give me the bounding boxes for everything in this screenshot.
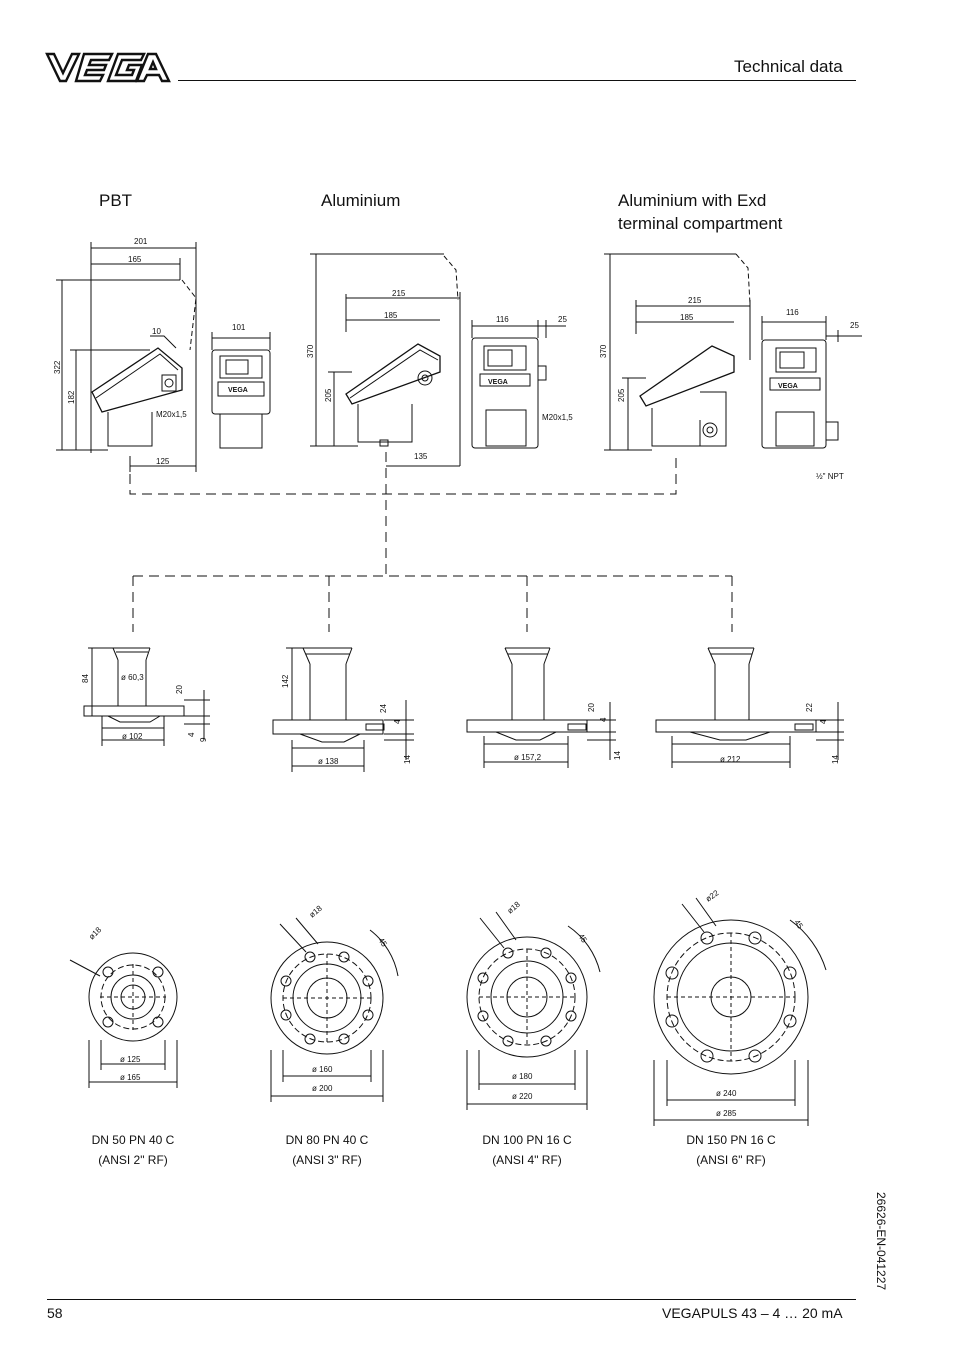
dim-t3-d220: ø 220 (512, 1092, 533, 1101)
flange-caption-2-line1: DN 80 PN 40 C (286, 1133, 369, 1147)
flange-side-4 (655, 647, 844, 768)
dim-alu-116: 116 (496, 315, 509, 324)
flange-caption-1-line1: DN 50 PN 40 C (92, 1133, 175, 1147)
footer-rule (47, 1299, 856, 1300)
flange-caption-4-line1: DN 150 PN 16 C (686, 1133, 776, 1147)
flange-top-3 (466, 911, 601, 1110)
dim-t4-45: 45 (792, 918, 805, 931)
flange-caption-2-line2: (ANSI 3" RF) (292, 1153, 362, 1167)
dim-exd-25: 25 (850, 321, 859, 330)
dim-f4-4: 4 (819, 719, 828, 724)
dim-pbt-101: 101 (232, 323, 246, 332)
dim-pbt-201: 201 (134, 237, 148, 246)
housing-label-exd-line1: Aluminium with Exd (618, 191, 767, 210)
alu-housing-side (310, 253, 461, 467)
pbt-housing-front (211, 332, 271, 449)
dim-f4-22: 22 (805, 703, 814, 712)
dim-exd-215: 215 (688, 296, 702, 305)
dim-f3-d1572: ø 157,2 (514, 753, 542, 762)
dim-t2-d160: ø 160 (312, 1065, 333, 1074)
dim-pbt-165: 165 (128, 255, 142, 264)
dim-t4-d22: ø22 (704, 888, 721, 904)
dim-alu-370: 370 (306, 344, 315, 358)
dim-t2-d18: ø18 (308, 903, 325, 919)
document-number: 26626-EN-041227 (874, 1192, 888, 1291)
flange-side-2 (272, 647, 414, 772)
dim-f1-20: 20 (175, 685, 184, 694)
dim-f1-d102: ø 102 (122, 732, 143, 741)
flange-caption-3-line1: DN 100 PN 16 C (482, 1133, 572, 1147)
pbt-housing-side (56, 242, 197, 472)
dim-f3-20: 20 (587, 703, 596, 712)
header-rule (178, 80, 856, 81)
flange-caption-4-line2: (ANSI 6" RF) (696, 1153, 766, 1167)
dim-t1-d165: ø 165 (120, 1073, 141, 1082)
dim-exd-116: 116 (786, 308, 799, 317)
svg-text:VEGA: VEGA (228, 387, 248, 394)
dim-exd-205: 205 (617, 388, 626, 402)
flange-top-1 (69, 952, 178, 1088)
dim-alu-135: 135 (414, 452, 428, 461)
section-title: Technical data (734, 57, 843, 76)
dim-f1-84: 84 (81, 674, 90, 683)
dim-f3-4: 4 (599, 717, 608, 722)
dim-t3-d180: ø 180 (512, 1072, 533, 1081)
dim-t4-d240: ø 240 (716, 1089, 737, 1098)
product-name: VEGAPULS 43 – 4 … 20 mA (662, 1305, 843, 1321)
page-number: 58 (47, 1305, 63, 1321)
housing-label-aluminium: Aluminium (321, 191, 401, 210)
dim-f2-d138: ø 138 (318, 757, 339, 766)
dim-f4-14: 14 (831, 755, 840, 764)
dim-exd-thread: ½" NPT (816, 472, 844, 481)
dim-pbt-10: 10 (152, 327, 161, 336)
dim-f2-24: 24 (379, 704, 388, 713)
dim-t2-d200: ø 200 (312, 1084, 333, 1093)
flange-side-3 (466, 647, 616, 768)
dim-f1-9: 9 (199, 737, 208, 742)
svg-text:VEGA: VEGA (778, 383, 798, 390)
flange-caption-1-line2: (ANSI 2" RF) (98, 1153, 168, 1167)
dim-alu-25: 25 (558, 315, 567, 324)
dim-pbt-182: 182 (67, 390, 76, 404)
dim-f4-d212: ø 212 (720, 755, 741, 764)
dim-t3-d18: ø18 (506, 899, 523, 915)
dim-f2-14: 14 (403, 755, 412, 764)
dim-pbt-125: 125 (156, 457, 170, 466)
dim-exd-185: 185 (680, 313, 694, 322)
dim-pbt-322: 322 (53, 360, 62, 374)
assembly-dashed-lines (129, 452, 733, 632)
flange-side-1 (83, 647, 210, 746)
dim-pbt-thread: M20x1,5 (156, 410, 187, 419)
flange-top-2 (270, 917, 399, 1102)
dim-f2-4: 4 (393, 719, 402, 724)
housing-label-exd-line2: terminal compartment (618, 214, 783, 233)
dim-f1-d603: ø 60,3 (121, 673, 144, 682)
flange-caption-3-line2: (ANSI 4" RF) (492, 1153, 562, 1167)
dim-f1-4: 4 (187, 732, 196, 737)
dim-alu-215: 215 (392, 289, 406, 298)
dim-exd-370: 370 (599, 344, 608, 358)
alu-housing-front (471, 320, 566, 449)
dim-t1-d18: ø18 (87, 925, 104, 942)
dim-alu-185: 185 (384, 311, 398, 320)
flange-top-4 (653, 897, 827, 1126)
svg-text:VEGA: VEGA (488, 379, 508, 386)
exd-housing-side (604, 253, 751, 451)
dim-t1-d125: ø 125 (120, 1055, 141, 1064)
dim-f3-14: 14 (613, 751, 622, 760)
dim-t4-d285: ø 285 (716, 1109, 737, 1118)
housing-label-pbt: PBT (99, 191, 133, 210)
dim-alu-thread: M20x1,5 (542, 413, 573, 422)
dim-f2-142: 142 (281, 674, 290, 688)
vega-logo (44, 48, 174, 86)
dim-alu-205: 205 (324, 388, 333, 402)
exd-housing-front (761, 316, 862, 449)
